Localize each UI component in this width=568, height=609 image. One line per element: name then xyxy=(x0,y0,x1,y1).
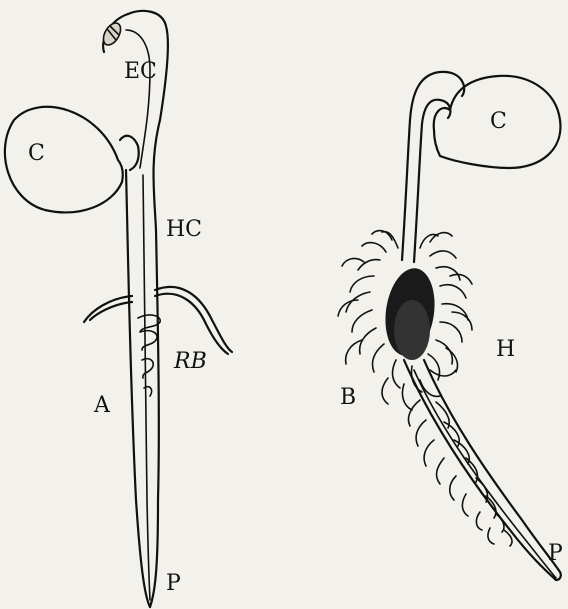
label-b-root-point: P xyxy=(548,541,563,566)
label-a-root-branches: RB xyxy=(173,349,207,374)
seedling-a-root-branch-right xyxy=(155,287,232,354)
label-a-epicotyl: EC xyxy=(124,59,157,84)
seedling-b xyxy=(338,72,561,580)
seedling-b-root-left xyxy=(404,360,556,580)
seedling-a xyxy=(5,11,232,607)
seedling-b-root-center xyxy=(414,370,556,578)
seedling-b-root-right xyxy=(424,360,561,580)
label-a-hypocotyl: HC xyxy=(166,217,202,242)
label-b-root-hairs: H xyxy=(496,337,515,362)
label-b-cotyledon: C xyxy=(490,109,507,134)
label-a-panel: A xyxy=(93,393,111,418)
seedling-a-cotyledon xyxy=(5,107,123,213)
label-a-cotyledon: C xyxy=(28,141,45,166)
seedling-a-root-branch-left xyxy=(84,296,132,322)
label-a-root-point: P xyxy=(166,571,181,596)
seedling-a-petiole xyxy=(120,136,139,170)
label-b-panel: B xyxy=(340,385,356,410)
